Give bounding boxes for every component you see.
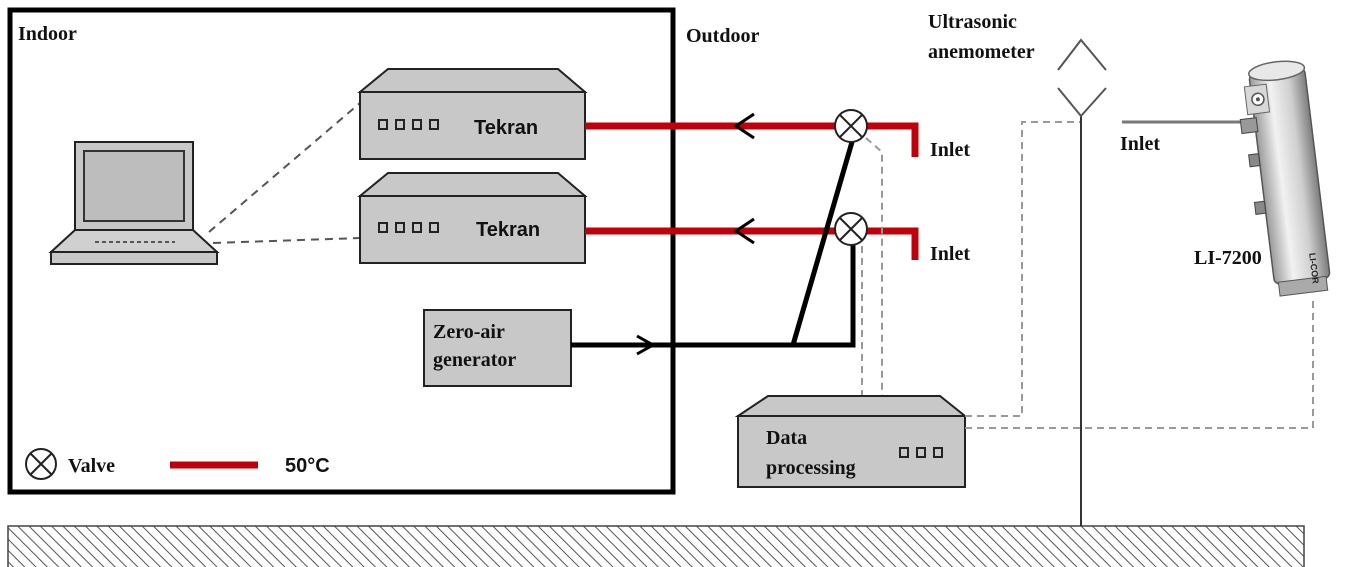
inlet-2-label: Inlet	[930, 243, 970, 265]
heated-sample-line-1	[585, 122, 919, 157]
anemometer-label-2: anemometer	[928, 41, 1035, 63]
tekran-2-label: Tekran	[476, 219, 540, 241]
li7200-data-cable	[965, 298, 1314, 429]
flow-arrow-2	[733, 217, 755, 245]
indoor-boundary	[7, 7, 676, 495]
inlet-3-label: Inlet	[1120, 133, 1160, 155]
flow-arrow-1	[733, 112, 755, 140]
anemometer-label-1: Ultrasonic	[928, 11, 1017, 33]
flow-arrow-zero-air	[636, 334, 657, 356]
outdoor-label: Outdoor	[686, 25, 759, 47]
ground-hatch	[7, 525, 1305, 567]
data-processing-label-1: Data	[766, 427, 807, 449]
legend: Valve 50°C	[25, 448, 330, 480]
laptop-tekran1-cable	[208, 102, 361, 233]
li7200-logo: LI-COR	[1307, 252, 1321, 284]
tekran-1-label: Tekran	[474, 117, 538, 139]
valve-icon	[834, 109, 868, 143]
anemometer-data-cable	[965, 121, 1080, 417]
data-processing-label-2: processing	[766, 457, 856, 479]
zero-air-label-2: generator	[433, 349, 516, 371]
zero-air-generator: Zero-air generator	[423, 309, 572, 387]
data-processing-unit: Data processing	[734, 395, 968, 488]
laptop-icon	[48, 141, 220, 265]
li7200-label: LI-7200	[1194, 247, 1262, 269]
legend-heated-label: 50°C	[285, 455, 330, 477]
inlet-1-label: Inlet	[930, 139, 970, 161]
laptop-tekran2-cable	[212, 237, 361, 244]
legend-valve-label: Valve	[68, 455, 115, 477]
ultrasonic-anemometer-icon	[1057, 38, 1107, 118]
tekran-analyzer-2: Tekran	[357, 172, 588, 264]
indoor-label: Indoor	[18, 23, 77, 45]
zero-air-supply-line	[571, 141, 856, 348]
li7200-sensor-icon: LI-COR	[1239, 60, 1331, 297]
zero-air-label-1: Zero-air	[433, 321, 505, 343]
valve-icon	[834, 212, 868, 246]
tekran-analyzer-1: Tekran	[357, 68, 588, 160]
valve-icon	[25, 448, 57, 480]
valve1-control-cable	[865, 137, 883, 397]
